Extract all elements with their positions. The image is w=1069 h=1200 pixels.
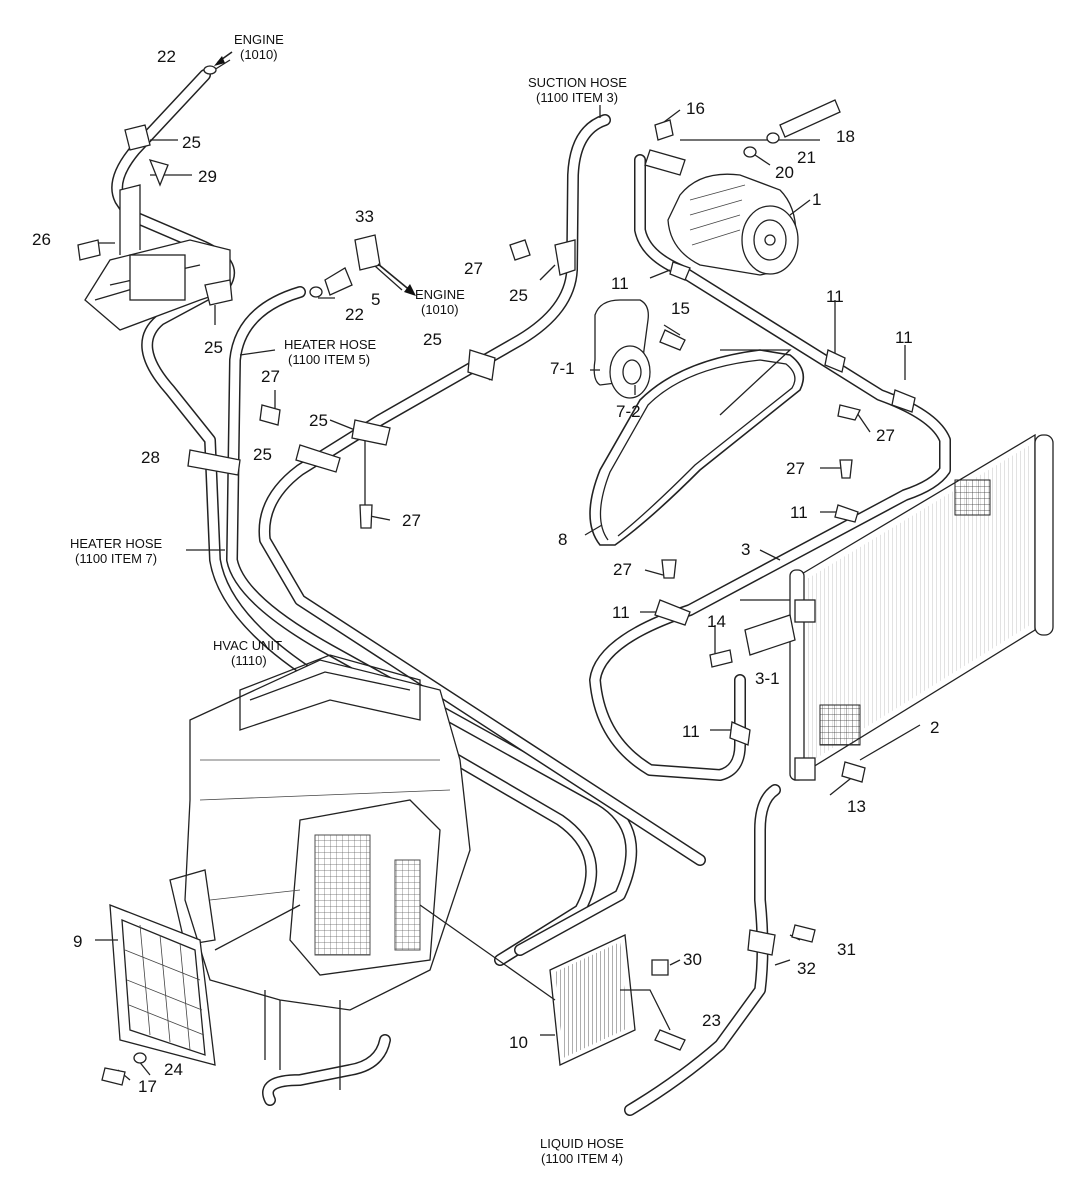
callout-27-d: 27 (876, 426, 895, 445)
callout-29: 29 (198, 167, 217, 186)
tensioner-pulley (593, 299, 651, 399)
callout-25-f: 25 (509, 286, 528, 305)
liquid-hose-line1: LIQUID HOSE (540, 1136, 624, 1151)
engine-top-line1: ENGINE (234, 32, 284, 47)
callout-11-c: 11 (895, 328, 913, 347)
callout-30: 30 (683, 950, 702, 969)
engine-top-line2: (1010) (240, 47, 278, 62)
callout-25-e: 25 (253, 445, 272, 464)
arrowhead-engine-top (214, 56, 225, 66)
callout-17: 17 (138, 1077, 157, 1096)
filter-cover (109, 904, 216, 1066)
callout-10: 10 (509, 1033, 528, 1052)
hvac-unit-line1: HVAC UNIT (213, 638, 282, 653)
callout-25-c: 25 (423, 330, 442, 349)
heater-hose7-line2: (1100 ITEM 7) (75, 551, 157, 566)
callout-7-1: 7-1 (550, 359, 575, 378)
callout-11-e: 11 (612, 603, 630, 622)
callout-33: 33 (355, 207, 374, 226)
callout-27-b: 27 (402, 511, 421, 530)
callout-11-f: 11 (682, 722, 700, 741)
heater-hose5-line2: (1100 ITEM 5) (288, 352, 370, 367)
liquid-hose-line2: (1100 ITEM 4) (541, 1151, 623, 1166)
callout-27-c: 27 (464, 259, 483, 278)
cabin-filter (549, 934, 636, 1066)
callout-9: 9 (73, 932, 82, 951)
callout-7-2: 7-2 (616, 402, 641, 421)
callout-26: 26 (32, 230, 51, 249)
callout-20: 20 (775, 163, 794, 182)
engine-mid-line1: ENGINE (415, 287, 465, 302)
hvac-unit (169, 654, 471, 1090)
callout-14: 14 (707, 612, 726, 631)
fasteners (77, 65, 916, 1086)
callout-25-a: 25 (182, 133, 201, 152)
arrow-engine-mid (377, 263, 413, 293)
condenser (789, 433, 1054, 781)
compressor (667, 173, 799, 276)
callout-24: 24 (164, 1060, 183, 1079)
callout-labels: 22 25 29 26 25 33 5 22 27 25 25 25 28 27… (32, 47, 939, 1096)
callout-15: 15 (671, 299, 690, 318)
callout-27-f: 27 (613, 560, 632, 579)
callout-25-d: 25 (309, 411, 328, 430)
callout-11-d: 11 (790, 503, 808, 522)
callout-13: 13 (847, 797, 866, 816)
callout-3-1: 3-1 (755, 669, 780, 688)
callout-23: 23 (702, 1011, 721, 1030)
hvac-unit-line2: (1110) (231, 653, 267, 668)
callout-32: 32 (797, 959, 816, 978)
suction-hose-line2: (1100 ITEM 3) (536, 90, 618, 105)
callout-22-mid: 22 (345, 305, 364, 324)
callout-21: 21 (797, 148, 816, 167)
suction-hose-line1: SUCTION HOSE (528, 75, 627, 90)
callout-27-e: 27 (786, 459, 805, 478)
callout-22-top: 22 (157, 47, 176, 66)
engine-mid-line2: (1010) (421, 302, 459, 317)
heater-hose7-line1: HEATER HOSE (70, 536, 163, 551)
callout-11-a: 11 (611, 274, 629, 293)
callout-3: 3 (741, 540, 750, 559)
callout-28: 28 (141, 448, 160, 467)
callout-25-b: 25 (204, 338, 223, 357)
callout-1: 1 (812, 190, 821, 209)
callout-11-b: 11 (826, 287, 844, 306)
heater-hose5-line1: HEATER HOSE (284, 337, 377, 352)
callout-2: 2 (930, 718, 939, 737)
callout-18: 18 (836, 127, 855, 146)
callout-5: 5 (371, 290, 380, 309)
callout-16: 16 (686, 99, 705, 118)
arrowhead-engine-mid (404, 284, 416, 296)
callout-8: 8 (558, 530, 567, 549)
mounting-bracket (84, 184, 231, 331)
callout-31: 31 (837, 940, 856, 959)
callout-27-a: 27 (261, 367, 280, 386)
reference-captions: ENGINE (1010) SUCTION HOSE (1100 ITEM 3)… (70, 32, 627, 1166)
